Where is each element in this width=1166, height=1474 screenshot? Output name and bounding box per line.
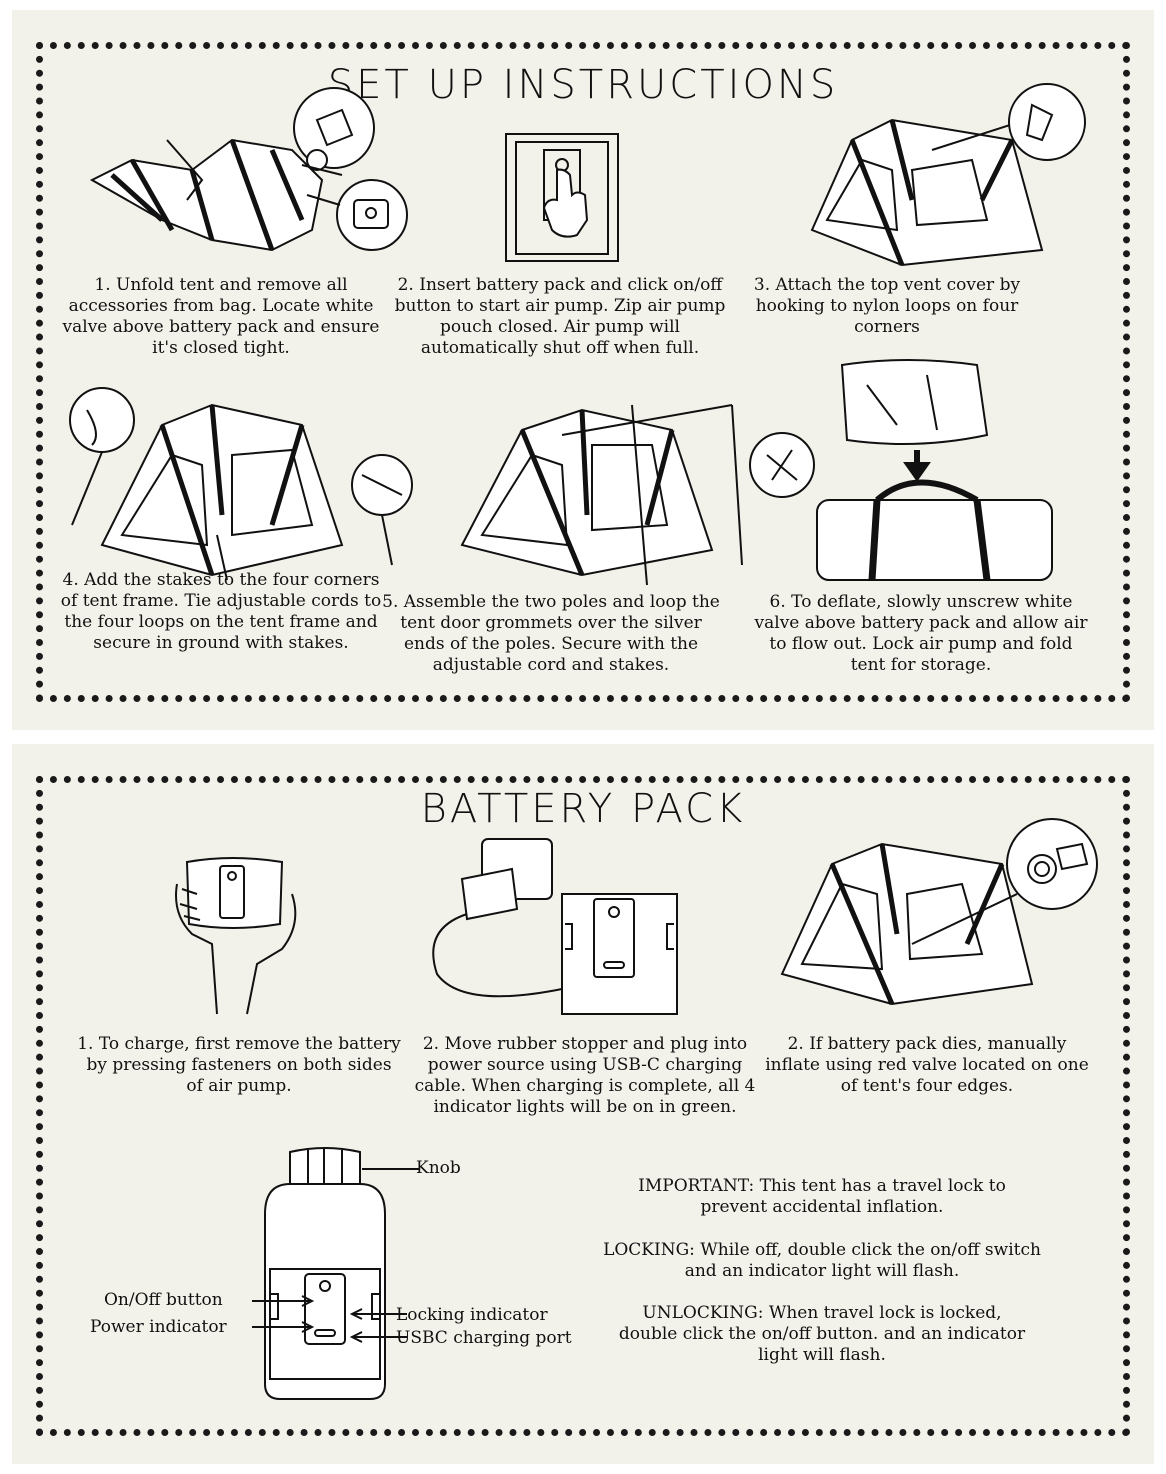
battery-card: BATTERY PACK 1. To charge, first remove …: [12, 744, 1154, 1464]
step3-illustration: [782, 80, 1092, 270]
battery-step1-illustration: [172, 854, 302, 1019]
label-locking-indicator: Locking indicator: [396, 1305, 548, 1325]
label-power-indicator: Power indicator: [90, 1317, 227, 1337]
note-unlocking: UNLOCKING: When travel lock is locked, d…: [618, 1303, 1026, 1365]
label-onoff-button: On/Off button: [104, 1290, 223, 1310]
battery-step2-text: 2. Move rubber stopper and plug into pow…: [414, 1034, 756, 1117]
step6-illustration: [807, 355, 1067, 595]
note-important: IMPORTANT: This tent has a travel lock t…: [638, 1176, 1006, 1217]
setup-step5-text: 5. Assemble the two poles and loop the t…: [382, 592, 720, 675]
dotted-border: [36, 42, 1130, 702]
setup-title: SET UP INSTRUCTIONS: [327, 62, 839, 108]
setup-step6-text: 6. To deflate, slowly unscrew white valv…: [754, 592, 1088, 675]
label-usbc-port: USBC charging port: [396, 1328, 572, 1348]
setup-step2-text: 2. Insert battery pack and click on/off …: [394, 275, 726, 358]
step1-illustration: [72, 80, 422, 280]
battery-step1-text: 1. To charge, first remove the battery b…: [77, 1034, 401, 1096]
setup-step4-text: 4. Add the stakes to the four corners of…: [60, 570, 382, 653]
step5-illustration: [442, 385, 832, 585]
dotted-border: [36, 776, 1130, 1436]
battery-step2-illustration: [422, 834, 702, 1019]
battery-step3-text: 2. If battery pack dies, manually inflat…: [765, 1034, 1089, 1096]
setup-step1-text: 1. Unfold tent and remove all accessorie…: [62, 275, 380, 358]
setup-card: SET UP INSTRUCTIONS 1. Unfold tent and r…: [12, 10, 1154, 730]
setup-step3-text: 3. Attach the top vent cover by hooking …: [753, 275, 1021, 337]
note-locking: LOCKING: While off, double click the on/…: [603, 1240, 1041, 1281]
battery-diagram: [260, 1144, 390, 1404]
battery-step3-illustration: [762, 804, 1102, 1014]
diagram-leader-lines: [242, 1159, 432, 1349]
battery-title: BATTERY PACK: [420, 786, 746, 832]
label-knob: Knob: [416, 1158, 461, 1178]
step2-illustration: [502, 130, 622, 265]
step4-illustration: [62, 385, 422, 585]
